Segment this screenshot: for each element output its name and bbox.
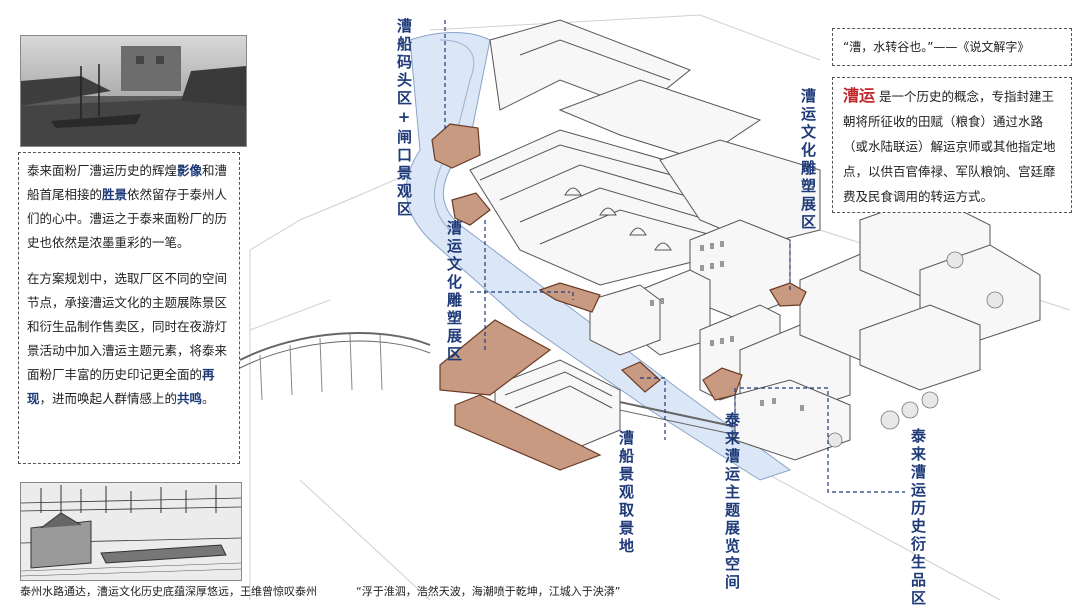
intro-paragraph-1: 泰来面粉厂漕运历史的辉煌影像和漕船首尾相接的胜景依然留存于泰州人们的心中。漕运之… bbox=[27, 163, 228, 250]
zone-theme-space bbox=[702, 367, 743, 401]
historic-canal-photo bbox=[20, 35, 247, 147]
intro-text-box: 泰来面粉厂漕运历史的辉煌影像和漕船首尾相接的胜景依然留存于泰州人们的心中。漕运之… bbox=[18, 152, 240, 464]
definition-body: 是一个历史的概念，专指封建王朝将所征收的田赋（粮食）通过水路（或水陆联运）解运京… bbox=[843, 89, 1056, 204]
zone-small-mid bbox=[538, 282, 601, 313]
quote-box: “漕，水转谷也。”——《说文解字》 bbox=[832, 28, 1072, 66]
highlight-scenery: 胜景 bbox=[102, 187, 128, 202]
zone-big-bottom bbox=[454, 394, 602, 471]
label-boat-view-spot: 漕船景观取景地 bbox=[617, 430, 635, 556]
label-dock-gate-zone: 漕船码头区+闸口景观区 bbox=[395, 18, 413, 219]
label-theme-exhibition-space: 泰来漕运主题展览空间 bbox=[723, 412, 741, 592]
zone-sculpture-right bbox=[769, 282, 807, 307]
label-sculpture-zone-left: 漕运文化雕塑展区 bbox=[445, 220, 463, 364]
historic-harbor-sketch bbox=[20, 482, 242, 581]
label-sculpture-zone-right: 漕运文化雕塑展区 bbox=[799, 88, 817, 232]
quote-text: “漕，水转谷也。”——《说文解字》 bbox=[843, 40, 1030, 54]
caption-left: 泰州水路通达，漕运文化历史底蕴深厚悠远，王维曾惊叹泰州 bbox=[20, 585, 317, 598]
caption-right: “浮于淮泗，浩然天波，海潮喷于乾坤，江城入于泱漭” bbox=[356, 585, 621, 598]
definition-term: 漕运 bbox=[843, 86, 876, 105]
highlight-image: 影像 bbox=[177, 163, 203, 178]
highlight-reproduce: 再现 bbox=[27, 367, 215, 406]
curved-bridge bbox=[239, 332, 431, 361]
zone-big-left bbox=[439, 319, 552, 396]
zone-dock-gate bbox=[431, 123, 481, 169]
zone-boat-view bbox=[620, 361, 661, 393]
definition-box: 漕运 是一个历史的概念，专指封建王朝将所征收的田赋（粮食）通过水路（或水陆联运）… bbox=[832, 77, 1072, 213]
label-derivative-zone: 泰来漕运历史衍生品区 bbox=[909, 428, 927, 608]
intro-paragraph-2: 在方案规划中，选取厂区不同的空间节点，承接漕运文化的主题展陈景区和衍生品制作售卖… bbox=[27, 271, 228, 406]
highlight-resonance: 共鸣 bbox=[177, 391, 203, 406]
zone-sculpture-left bbox=[451, 192, 491, 226]
